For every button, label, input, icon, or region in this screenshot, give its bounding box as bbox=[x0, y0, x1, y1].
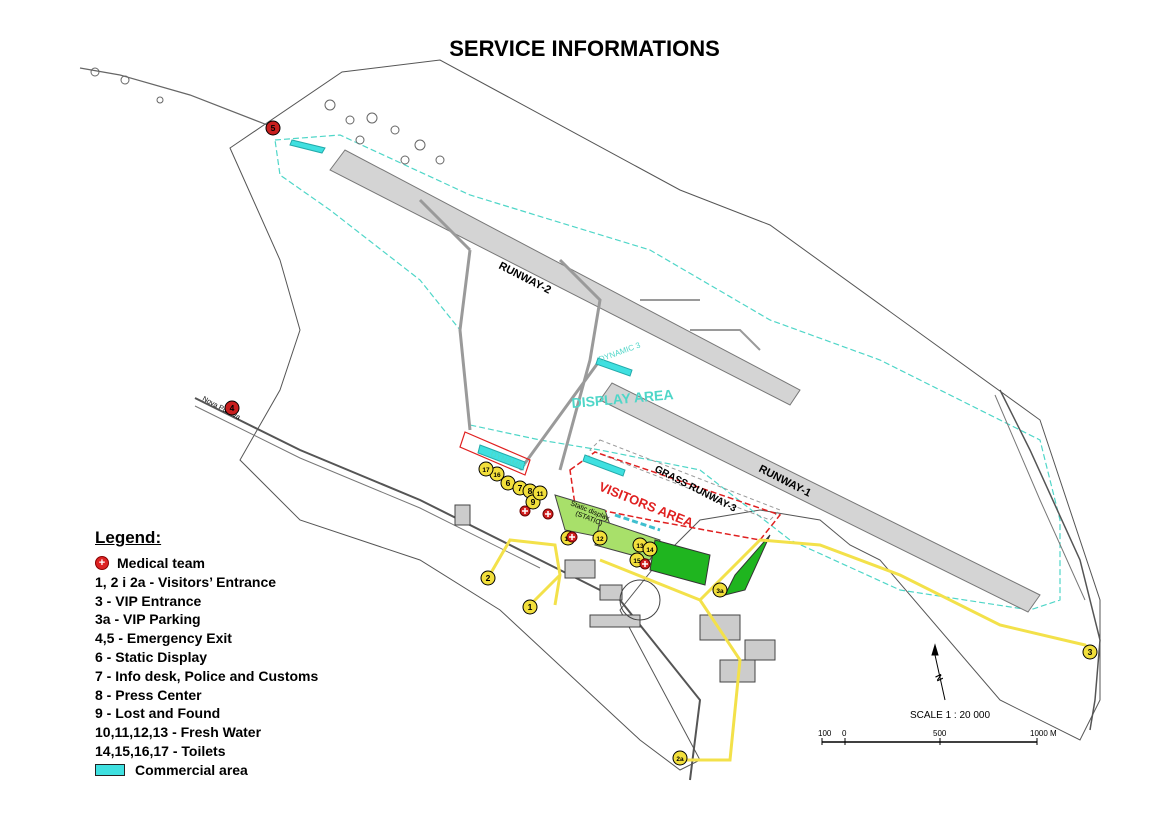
page-title: SERVICE INFORMATIONS bbox=[449, 36, 720, 61]
medical-cross-icon bbox=[566, 531, 578, 543]
commercial-area bbox=[477, 444, 526, 471]
marker-5: 5 bbox=[265, 120, 281, 136]
legend-text: 8 - Press Center bbox=[95, 686, 202, 703]
marker-label: 7 bbox=[518, 483, 523, 493]
medical-cross-icon bbox=[542, 508, 554, 520]
taxiway bbox=[418, 198, 602, 471]
marker-1: 1 bbox=[522, 599, 538, 615]
access-road bbox=[79, 67, 271, 127]
medical-cross-icon: + bbox=[95, 556, 109, 571]
marker-label: 6 bbox=[506, 478, 511, 488]
display-area-outline bbox=[274, 134, 1061, 611]
marker-14: 14 bbox=[642, 541, 658, 557]
marker-label: 2a bbox=[676, 756, 684, 763]
legend-text: 9 - Lost and Found bbox=[95, 705, 221, 722]
marker-11: 11 bbox=[532, 485, 548, 501]
legend-item: 3a - VIP Parking bbox=[95, 610, 318, 629]
legend-text: Medical team bbox=[117, 555, 205, 571]
east-road-2 bbox=[994, 394, 1086, 601]
visitor-route bbox=[486, 538, 1092, 762]
marker-label: 14 bbox=[646, 547, 654, 554]
marker-2a: 2a bbox=[672, 750, 688, 766]
scale-tick-1000: 1000 M bbox=[1030, 729, 1057, 738]
legend-text: Commercial area bbox=[135, 761, 248, 778]
marker-label: 1 bbox=[528, 602, 533, 612]
scale-tick-500: 500 bbox=[933, 729, 947, 738]
marker-label: 3a bbox=[716, 588, 724, 595]
hangar-cluster bbox=[90, 67, 445, 165]
medical-cross-icon bbox=[639, 558, 651, 570]
runway-2 bbox=[329, 149, 801, 406]
taxiway bbox=[640, 299, 761, 351]
runway-1 bbox=[599, 382, 1041, 613]
marker-label: 16 bbox=[493, 472, 501, 479]
marker-12: 12 bbox=[592, 530, 608, 546]
legend-text: 3 - VIP Entrance bbox=[95, 592, 202, 609]
legend-item: 14,15,16,17 - Toilets bbox=[95, 742, 318, 761]
east-road bbox=[999, 389, 1101, 731]
legend-text: 7 - Info desk, Police and Customs bbox=[95, 667, 319, 684]
visitor-markers: 122a33a67891011121314151617 bbox=[478, 461, 1098, 766]
marker-label: 9 bbox=[531, 497, 536, 507]
airport-boundary bbox=[229, 59, 1101, 771]
marker-label: 5 bbox=[271, 123, 276, 133]
north-arrow: N bbox=[931, 643, 946, 701]
legend-item: 1, 2 i 2a - Visitors’ Entrance bbox=[95, 573, 318, 592]
legend-item: 3 - VIP Entrance bbox=[95, 592, 318, 611]
marker-3: 3 bbox=[1082, 644, 1098, 660]
marker-16: 16 bbox=[489, 466, 505, 482]
scale-tick-100: 100 bbox=[818, 729, 832, 738]
marker-17: 17 bbox=[478, 461, 494, 477]
marker-label: 15 bbox=[633, 558, 641, 565]
emergency-markers: 45 bbox=[224, 120, 281, 416]
north-label: N bbox=[933, 673, 945, 683]
main-road bbox=[194, 397, 702, 781]
legend-text: 14,15,16,17 - Toilets bbox=[95, 742, 226, 759]
scale-tick-0: 0 bbox=[842, 729, 847, 738]
legend-item: 9 - Lost and Found bbox=[95, 704, 318, 723]
vip-green-triangle bbox=[724, 534, 771, 596]
marker-2: 2 bbox=[480, 570, 496, 586]
legend-heading: Legend: bbox=[95, 528, 162, 547]
medical-markers bbox=[519, 505, 651, 570]
marker-4: 4 bbox=[224, 400, 240, 416]
marker-label: 13 bbox=[636, 543, 644, 550]
commercial-strip bbox=[614, 513, 661, 532]
secondary-road bbox=[194, 405, 541, 569]
legend-item: 10,11,12,13 - Fresh Water bbox=[95, 723, 318, 742]
commercial-area bbox=[582, 454, 626, 477]
marker-3a: 3a bbox=[712, 582, 728, 598]
legend: Legend: + Medical team 1, 2 i 2a - Visit… bbox=[95, 528, 318, 780]
scale-label: SCALE 1 : 20 000 bbox=[910, 710, 990, 721]
legend-item-medical: + Medical team bbox=[95, 554, 318, 573]
marker-label: 2 bbox=[486, 573, 491, 583]
dynamic-3-label: DYNAMIC 3 bbox=[598, 340, 643, 364]
legend-text: 6 - Static Display bbox=[95, 648, 208, 665]
marker-label: 3 bbox=[1088, 647, 1093, 657]
vip-parking-zone bbox=[649, 539, 711, 586]
commercial-area bbox=[595, 357, 633, 377]
medical-cross-icon bbox=[519, 505, 531, 517]
grass-runway bbox=[589, 439, 781, 521]
scale-bar: SCALE 1 : 20 000 100 0 500 1000 M bbox=[818, 710, 1057, 745]
legend-item: 7 - Info desk, Police and Customs bbox=[95, 667, 318, 686]
commercial-area bbox=[289, 139, 326, 154]
legend-item: 6 - Static Display bbox=[95, 648, 318, 667]
dynamic-zone-box bbox=[459, 431, 531, 476]
marker-label: 4 bbox=[230, 403, 235, 413]
legend-text: 4,5 - Emergency Exit bbox=[95, 630, 232, 647]
legend-text: 1, 2 i 2a - Visitors’ Entrance bbox=[95, 573, 277, 590]
legend-text: 10,11,12,13 - Fresh Water bbox=[95, 724, 262, 741]
legend-item: 8 - Press Center bbox=[95, 686, 318, 705]
legend-item: 4,5 - Emergency Exit bbox=[95, 629, 318, 648]
marker-label: 11 bbox=[537, 491, 544, 498]
marker-label: 17 bbox=[482, 467, 490, 474]
marker-label: 12 bbox=[596, 536, 604, 543]
commercial-swatch-icon bbox=[95, 764, 125, 777]
marker-label: 8 bbox=[528, 486, 533, 496]
legend-item-commercial: Commercial area bbox=[95, 761, 318, 780]
legend-text: 3a - VIP Parking bbox=[95, 611, 201, 628]
